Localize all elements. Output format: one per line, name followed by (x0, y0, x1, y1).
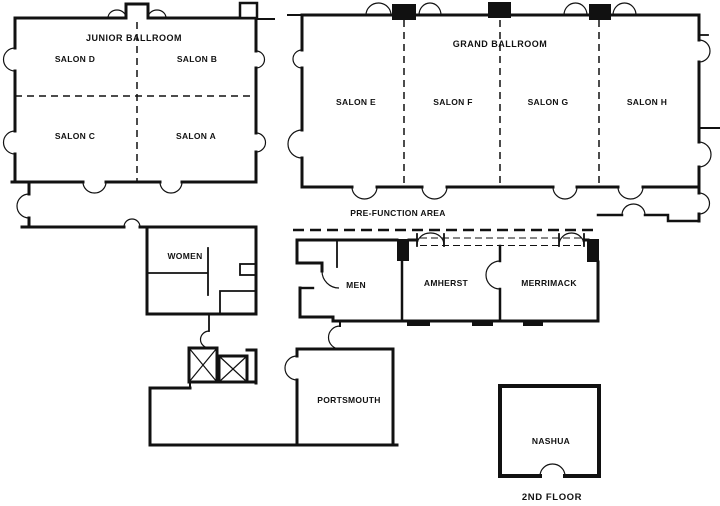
merrimack-room-label: MERRIMACK (521, 278, 577, 288)
stair-chase-box (238, 1, 259, 20)
elevator-lobby-walls (187, 348, 258, 385)
door-icon (698, 141, 712, 168)
door-icon (107, 9, 127, 19)
movable-partition-lines (15, 20, 600, 246)
column-block-icon (397, 239, 409, 261)
junior-ballroom-vestibule (124, 2, 150, 20)
door-icon (2, 47, 16, 72)
salon-c-label: SALON C (55, 131, 95, 141)
door-icon (612, 2, 637, 16)
men-room-entry-walls (295, 238, 399, 273)
partitions (146, 233, 585, 332)
women-room-inner-wall (219, 290, 257, 315)
women-room-label: WOMEN (167, 251, 202, 261)
door-icon (698, 39, 711, 63)
wall-pilaster (472, 321, 493, 326)
door-icon (365, 2, 392, 16)
door-icon (292, 49, 303, 69)
door-icon (416, 232, 445, 246)
salon-d-label: SALON D (55, 54, 95, 64)
room-labels: JUNIOR BALLROOM SALON D SALON B SALON C … (55, 33, 667, 503)
salon-g-label: SALON G (528, 97, 569, 107)
door-icon (539, 463, 566, 477)
nashua-room-walls (498, 384, 601, 478)
door-icon (321, 270, 340, 289)
door-icon (82, 181, 107, 194)
door-icon (123, 218, 141, 228)
grand-ballroom-label: GRAND BALLROOM (453, 39, 548, 49)
door-icon (255, 132, 267, 153)
door-icon (255, 50, 266, 69)
door-icon (558, 232, 585, 246)
amherst-room-label: AMHERST (424, 278, 469, 288)
column-block-icon (587, 239, 599, 262)
door-icon (421, 186, 448, 200)
column-block-icon (589, 4, 611, 20)
walls (10, 2, 720, 478)
door-icon (284, 355, 298, 381)
salon-e-label: SALON E (336, 97, 376, 107)
east-corridor-walls (596, 213, 701, 223)
door-icon (698, 192, 711, 215)
door-arcs (2, 2, 712, 477)
door-icon (563, 2, 588, 16)
salon-f-label: SALON F (433, 97, 472, 107)
door-icon (147, 9, 167, 19)
door-icon (552, 186, 578, 200)
door-icon (351, 186, 378, 200)
door-icon (327, 325, 341, 350)
solid-features (392, 2, 611, 326)
women-room-chase (239, 263, 257, 276)
door-icon (199, 330, 210, 349)
wall-pilaster (407, 321, 430, 326)
portsmouth-room-label: PORTSMOUTH (317, 395, 380, 405)
door-icon (418, 2, 442, 16)
nashua-room-label: NASHUA (532, 436, 570, 446)
elevator-x-marks (188, 347, 248, 383)
salon-a-label: SALON A (176, 131, 216, 141)
floor-title: 2ND FLOOR (522, 492, 582, 503)
women-room-partitions (146, 247, 209, 296)
salon-h-label: SALON H (627, 97, 667, 107)
salon-b-label: SALON B (177, 54, 217, 64)
lower-corridor-walls (148, 386, 399, 447)
column-block-icon (488, 2, 511, 18)
portsmouth-walls (295, 347, 395, 447)
prefunction-area-label: PRE-FUNCTION AREA (350, 208, 445, 218)
airwall-double-dashed (420, 237, 584, 246)
elevator-icon (188, 347, 218, 383)
meeting-room-door-posts (416, 233, 585, 247)
wall-pilaster (523, 321, 543, 326)
door-icon (485, 260, 501, 290)
men-room-lower-walls (298, 286, 335, 323)
column-block-icon (392, 4, 416, 20)
door-icon (287, 129, 303, 159)
door-icon (16, 193, 30, 219)
door-icon (159, 181, 183, 194)
men-room-label: MEN (346, 280, 366, 290)
door-icon (617, 186, 644, 200)
door-icon (2, 130, 16, 155)
door-icon (621, 203, 646, 216)
junior-ballroom-label: JUNIOR BALLROOM (86, 33, 182, 43)
elevator-icon (218, 355, 248, 383)
